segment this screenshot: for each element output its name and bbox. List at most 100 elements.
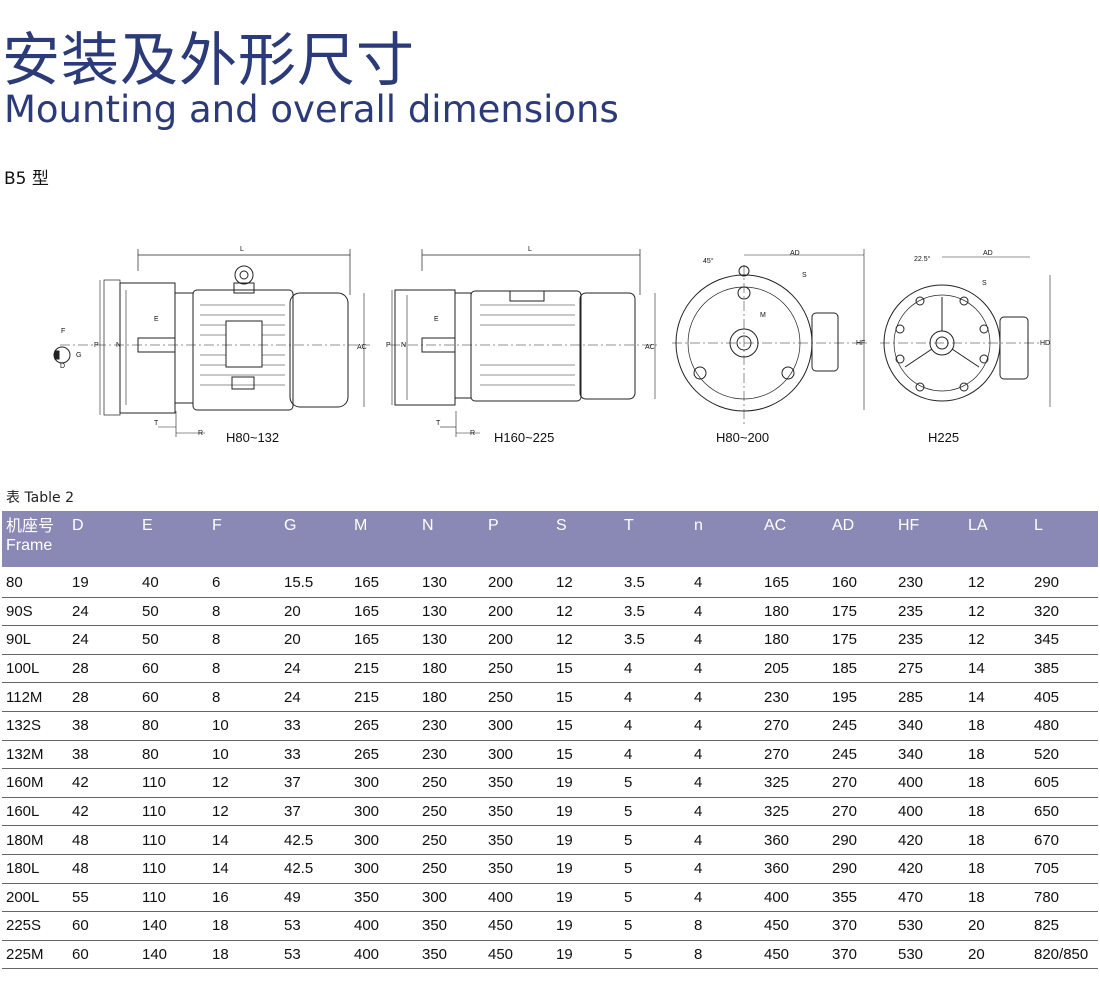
table-cell: 15 (552, 711, 620, 741)
table-cell: 370 (828, 911, 894, 941)
table-cell: 14 (964, 682, 1030, 712)
table-cell: 12 (208, 797, 280, 827)
header-cell-e: E (138, 511, 208, 567)
table-cell: 16 (208, 883, 280, 913)
label-f-1: F (61, 328, 65, 335)
table-cell: 5 (620, 911, 690, 941)
table-cell: 270 (828, 768, 894, 798)
table-cell: 250 (484, 654, 552, 684)
table-cell: 20 (280, 625, 350, 655)
table-cell: 60 (138, 654, 208, 684)
table-cell: 130 (418, 567, 484, 598)
table-cell: 24 (68, 625, 138, 655)
table-cell: 250 (418, 825, 484, 855)
table-cell: 40 (138, 567, 208, 598)
table-cell: 5 (620, 883, 690, 913)
table-cell: 405 (1030, 682, 1098, 712)
table-cell: 230 (894, 567, 964, 598)
table-cell: 15 (552, 654, 620, 684)
label-p-2: P (386, 342, 391, 349)
table-cell: 200L (2, 883, 68, 913)
table-cell: 285 (894, 682, 964, 712)
table-cell: 420 (894, 854, 964, 884)
label-ac-2: AC (645, 344, 655, 351)
label-r-1: R (198, 430, 203, 437)
table-cell: 290 (828, 825, 894, 855)
table-cell: 18 (208, 911, 280, 941)
table-cell: 12 (208, 768, 280, 798)
table-cell: 175 (828, 597, 894, 627)
table-cell: 110 (138, 825, 208, 855)
table-cell: 275 (894, 654, 964, 684)
table-cell: 180 (760, 597, 828, 627)
table-cell: 8 (690, 940, 760, 970)
drawings-svg: L E F G D P N AC T R L E P N AC T R AD S… (53, 246, 1051, 445)
table-cell: 325 (760, 768, 828, 798)
table-cell: 4 (620, 711, 690, 741)
table-cell: 355 (828, 883, 894, 913)
table-cell: 705 (1030, 854, 1098, 884)
table-cell: 110 (138, 797, 208, 827)
table-cell: 19 (552, 825, 620, 855)
table-cell: 42 (68, 768, 138, 798)
label-s-3: S (802, 272, 807, 279)
table-cell: 38 (68, 740, 138, 770)
table-cell: 370 (828, 940, 894, 970)
table-cell: 530 (894, 940, 964, 970)
table-cell: 33 (280, 711, 350, 741)
table-cell: 350 (484, 797, 552, 827)
table-cell: 250 (484, 682, 552, 712)
drawing-side-h160-225 (390, 249, 660, 437)
table-cell: 530 (894, 911, 964, 941)
table-cell: 225M (2, 940, 68, 970)
table-cell: 350 (484, 768, 552, 798)
table-cell: 15 (552, 682, 620, 712)
label-r-2: R (470, 430, 475, 437)
header-frame-line: Frame (6, 537, 53, 554)
table-cell: 420 (894, 825, 964, 855)
table-cell: 180 (418, 682, 484, 712)
table-cell: 80 (138, 740, 208, 770)
table-cell: 360 (760, 825, 828, 855)
table-cell: 5 (620, 825, 690, 855)
header-cell-f: F (208, 511, 280, 567)
table-cell: 14 (208, 854, 280, 884)
table-cell: 38 (68, 711, 138, 741)
table-cell: 110 (138, 768, 208, 798)
table-cell: 180 (760, 625, 828, 655)
table-cell: 12 (552, 597, 620, 627)
table-cell: 180 (418, 654, 484, 684)
table-cell: 165 (350, 597, 418, 627)
label-l-1: L (240, 246, 244, 253)
table-cell: 4 (690, 654, 760, 684)
table-cell: 300 (484, 740, 552, 770)
table-cell: 250 (418, 768, 484, 798)
label-angle-3: 45° (703, 257, 714, 265)
table-cell: 825 (1030, 911, 1098, 941)
dimension-drawings: L E F G D P N AC T R L E P N AC T R AD S… (0, 235, 1100, 450)
table-cell: 5 (620, 768, 690, 798)
table-cell: 12 (552, 625, 620, 655)
table-cell: 225S (2, 911, 68, 941)
label-m-3: M (760, 312, 766, 319)
table-cell: 245 (828, 740, 894, 770)
drawing-side-h80-132 (53, 249, 370, 437)
caption-h80-200: H80~200 (716, 430, 769, 445)
table-cell: 12 (964, 625, 1030, 655)
table-cell: 185 (828, 654, 894, 684)
label-g-1: G (76, 352, 81, 359)
header-cell-hf: HF (894, 511, 964, 567)
table-cell: 42.5 (280, 825, 350, 855)
table-cell: 53 (280, 940, 350, 970)
table-cell: 160 (828, 567, 894, 598)
table-cell: 165 (350, 567, 418, 598)
